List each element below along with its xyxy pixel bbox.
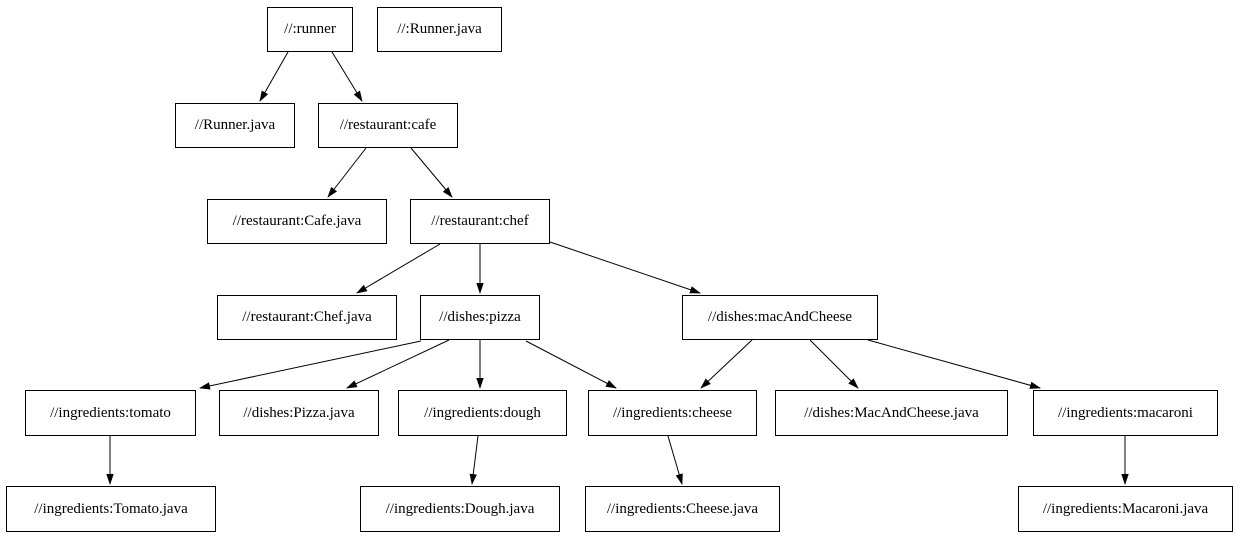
node-label: //ingredients:Dough.java — [385, 500, 535, 517]
node-label: //ingredients:tomato — [50, 404, 171, 421]
graph-node-macaroni-java: //ingredients:Macaroni.java — [1018, 486, 1233, 532]
graph-node-cheese-java: //ingredients:Cheese.java — [585, 486, 780, 532]
graph-node-pizza-java: //dishes:Pizza.java — [219, 390, 379, 436]
edge-pizza-to-cheese — [525, 340, 617, 389]
node-label: //ingredients:dough — [424, 404, 541, 421]
node-label: //restaurant:Chef.java — [242, 309, 372, 325]
graph-node-macaroni: //ingredients:macaroni — [1033, 390, 1218, 436]
edge-mac-and-cheese-to-cheese — [700, 339, 753, 389]
node-label: //dishes:macAndCheese — [707, 309, 853, 325]
graph-node-cafe-java: //restaurant:Cafe.java — [207, 199, 387, 244]
node-label: //:Runner.java — [397, 21, 482, 37]
edge-mac-and-cheese-to-mac-and-cheese-java — [809, 339, 859, 389]
graph-node-tomato-java: //ingredients:Tomato.java — [6, 486, 216, 532]
edge-pizza-to-tomato — [199, 340, 422, 390]
node-label: //ingredients:Cheese.java — [606, 500, 759, 517]
graph-node-runner-java-target: //:Runner.java — [377, 7, 502, 52]
node-label: //ingredients:Tomato.java — [34, 500, 188, 517]
graph-node-runner-java: //Runner.java — [175, 103, 295, 148]
node-label: //ingredients:Macaroni.java — [1042, 500, 1209, 517]
graph-node-mac-and-cheese-java: //dishes:MacAndCheese.java — [775, 390, 1008, 436]
edge-runner-to-runner-java — [259, 51, 289, 102]
node-label: //dishes:Pizza.java — [243, 404, 355, 421]
graph-node-pizza: //dishes:pizza — [420, 295, 540, 340]
node-label: //ingredients:cheese — [612, 404, 733, 421]
edge-mac-and-cheese-to-macaroni — [867, 339, 1041, 389]
node-label: //restaurant:Cafe.java — [232, 213, 362, 229]
edge-chef-to-chef-java — [356, 243, 441, 294]
node-label: //dishes:MacAndCheese.java — [804, 404, 979, 421]
graph-node-chef-java: //restaurant:Chef.java — [217, 295, 397, 340]
graph-node-cafe: //restaurant:cafe — [318, 103, 458, 148]
edge-dough-to-dough-java — [469, 435, 479, 485]
node-label: //Runner.java — [194, 117, 276, 133]
graph-node-dough: //ingredients:dough — [398, 390, 567, 436]
graph-node-tomato: //ingredients:tomato — [25, 390, 196, 436]
graph-node-dough-java: //ingredients:Dough.java — [360, 486, 560, 532]
edge-cafe-to-chef — [410, 147, 453, 198]
edge-runner-to-cafe — [331, 51, 363, 102]
node-label: //:runner — [284, 21, 336, 37]
node-label: //ingredients:macaroni — [1058, 404, 1193, 421]
graph-node-chef: //restaurant:chef — [410, 199, 550, 244]
node-label: //dishes:pizza — [439, 309, 521, 325]
graph-node-mac-and-cheese: //dishes:macAndCheese — [682, 295, 878, 340]
graph-node-runner: //:runner — [267, 7, 353, 52]
edge-cafe-to-cafe-java — [327, 147, 367, 198]
node-label: //restaurant:cafe — [339, 117, 437, 133]
node-label: //restaurant:chef — [431, 213, 529, 229]
edge-pizza-to-pizza-java — [346, 339, 450, 389]
graph-node-cheese: //ingredients:cheese — [588, 390, 757, 436]
edge-chef-to-mac-and-cheese — [549, 241, 701, 294]
edge-cheese-to-cheese-java — [667, 435, 683, 485]
